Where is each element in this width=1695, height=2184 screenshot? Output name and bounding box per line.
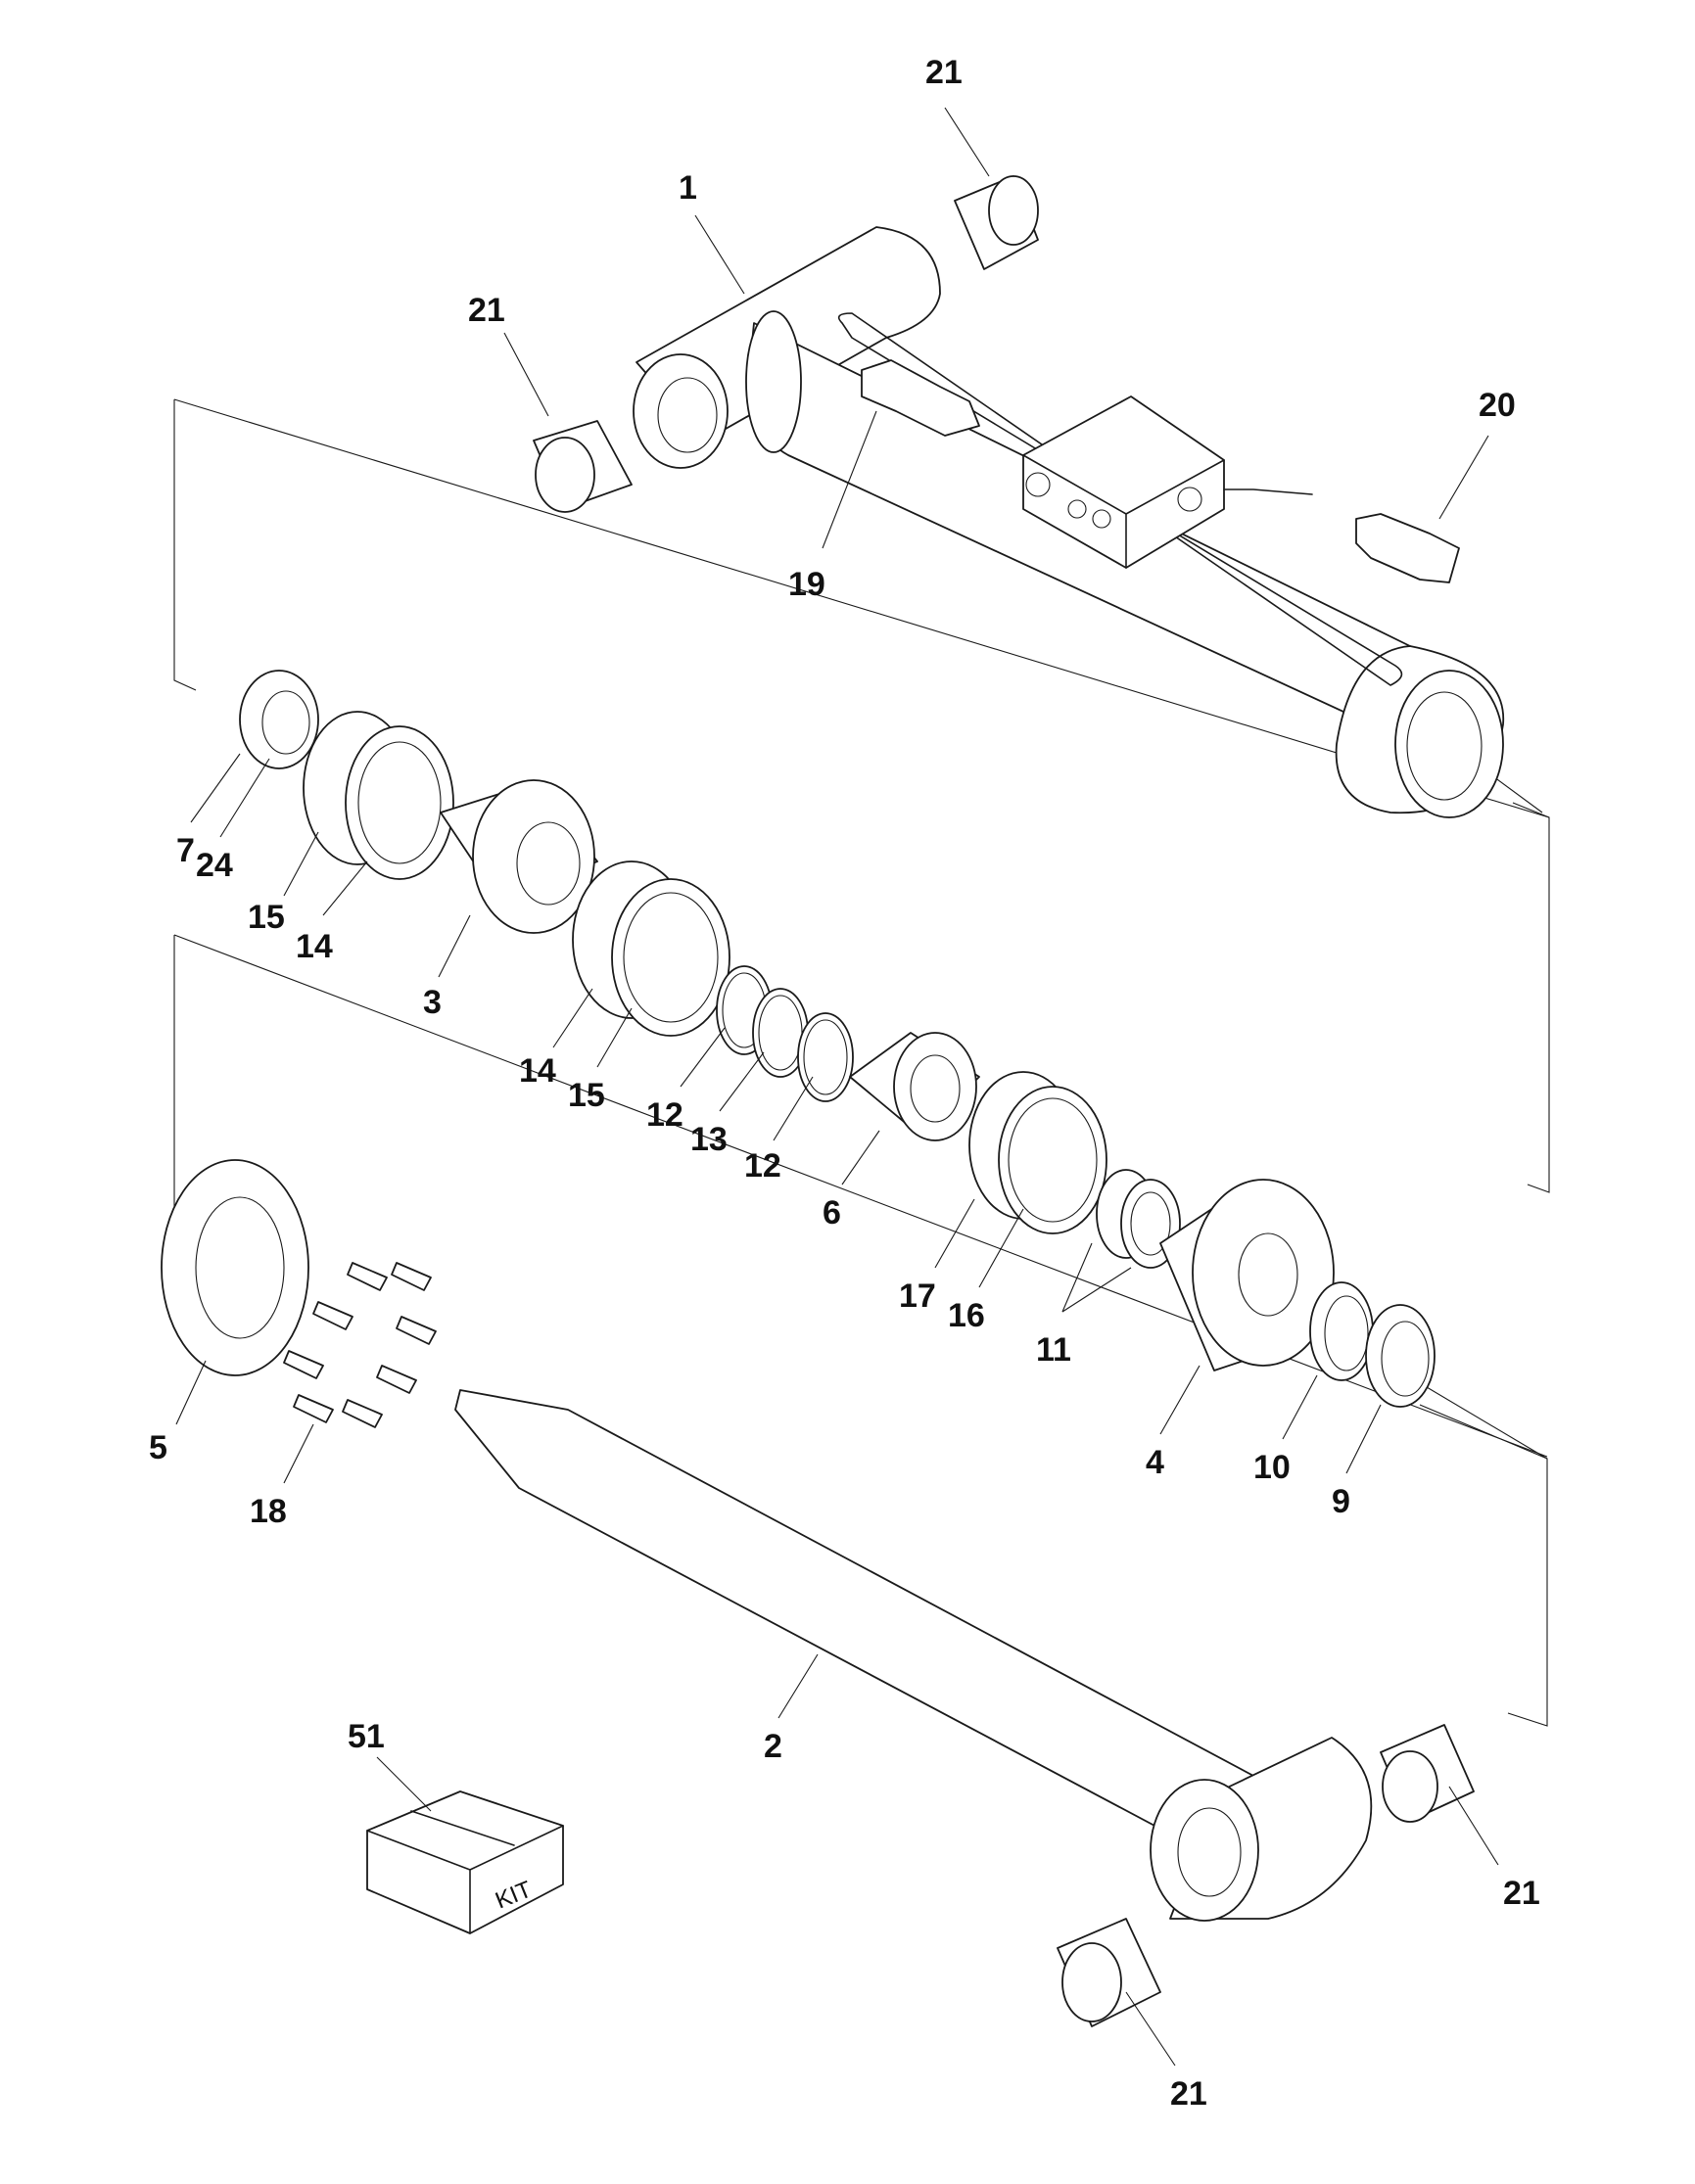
callout-21: 21 bbox=[925, 54, 963, 91]
callout-6: 6 bbox=[823, 1194, 841, 1231]
o-ring-parts bbox=[716, 965, 854, 1102]
callout-18: 18 bbox=[250, 1493, 287, 1530]
callout-21: 21 bbox=[1170, 2075, 1207, 2113]
leader-lines bbox=[175, 107, 1499, 2067]
callout-17: 17 bbox=[899, 1278, 936, 1315]
callout-2: 2 bbox=[764, 1728, 782, 1765]
piston-seal-parts bbox=[303, 711, 730, 1037]
backup-ring-parts bbox=[968, 1071, 1107, 1234]
callout-labels: 21 1 21 20 19 7 24 15 14 3 14 15 12 13 1… bbox=[149, 54, 1540, 2113]
spacer-part bbox=[849, 1032, 980, 1141]
flange-plate-part bbox=[161, 1159, 309, 1376]
callout-1: 1 bbox=[679, 169, 697, 207]
callout-21: 21 bbox=[1503, 1875, 1540, 1912]
cylinder-barrel-part bbox=[633, 226, 1505, 818]
kit-box-part: KIT bbox=[366, 1790, 564, 1934]
gland-head-part bbox=[1159, 1179, 1335, 1371]
callout-14: 14 bbox=[519, 1052, 556, 1090]
fitting-parts bbox=[861, 359, 1460, 583]
callout-11: 11 bbox=[1036, 1331, 1071, 1369]
callout-21: 21 bbox=[468, 292, 505, 329]
callout-5: 5 bbox=[149, 1429, 167, 1466]
callout-15: 15 bbox=[248, 899, 285, 936]
callout-20: 20 bbox=[1479, 387, 1516, 424]
callout-15: 15 bbox=[568, 1077, 605, 1114]
callout-14: 14 bbox=[296, 928, 333, 965]
callout-3: 3 bbox=[423, 984, 442, 1021]
callout-9: 9 bbox=[1332, 1483, 1350, 1520]
callout-12: 12 bbox=[646, 1096, 683, 1134]
callout-12: 12 bbox=[744, 1147, 781, 1185]
assembly-guide-lines bbox=[173, 398, 1550, 1727]
callout-24: 24 bbox=[196, 847, 233, 884]
callout-13: 13 bbox=[690, 1121, 728, 1158]
bolt-parts bbox=[283, 1262, 437, 1428]
callout-10: 10 bbox=[1253, 1449, 1291, 1486]
retaining-ring-part bbox=[239, 670, 319, 769]
callout-51: 51 bbox=[348, 1718, 385, 1755]
callout-4: 4 bbox=[1146, 1444, 1164, 1481]
callout-7: 7 bbox=[176, 832, 195, 869]
wiper-parts bbox=[1309, 1281, 1436, 1408]
bushing-parts bbox=[533, 175, 1475, 2027]
callout-19: 19 bbox=[788, 566, 825, 603]
piston-rod-part bbox=[454, 1389, 1373, 1922]
callout-16: 16 bbox=[948, 1297, 985, 1334]
